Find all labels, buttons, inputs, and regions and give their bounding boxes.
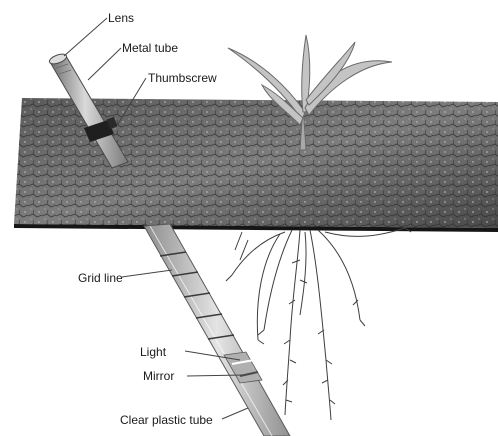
thumbscrew-label: Thumbscrew [148,71,217,85]
metal-tube-label: Metal tube [122,41,178,55]
clear-plastic-tube-label: Clear plastic tube [120,413,213,427]
mirror-label: Mirror [143,369,174,383]
grid-line-label: Grid line [78,271,123,285]
lens-label: Lens [108,11,134,25]
light-label: Light [140,345,166,359]
